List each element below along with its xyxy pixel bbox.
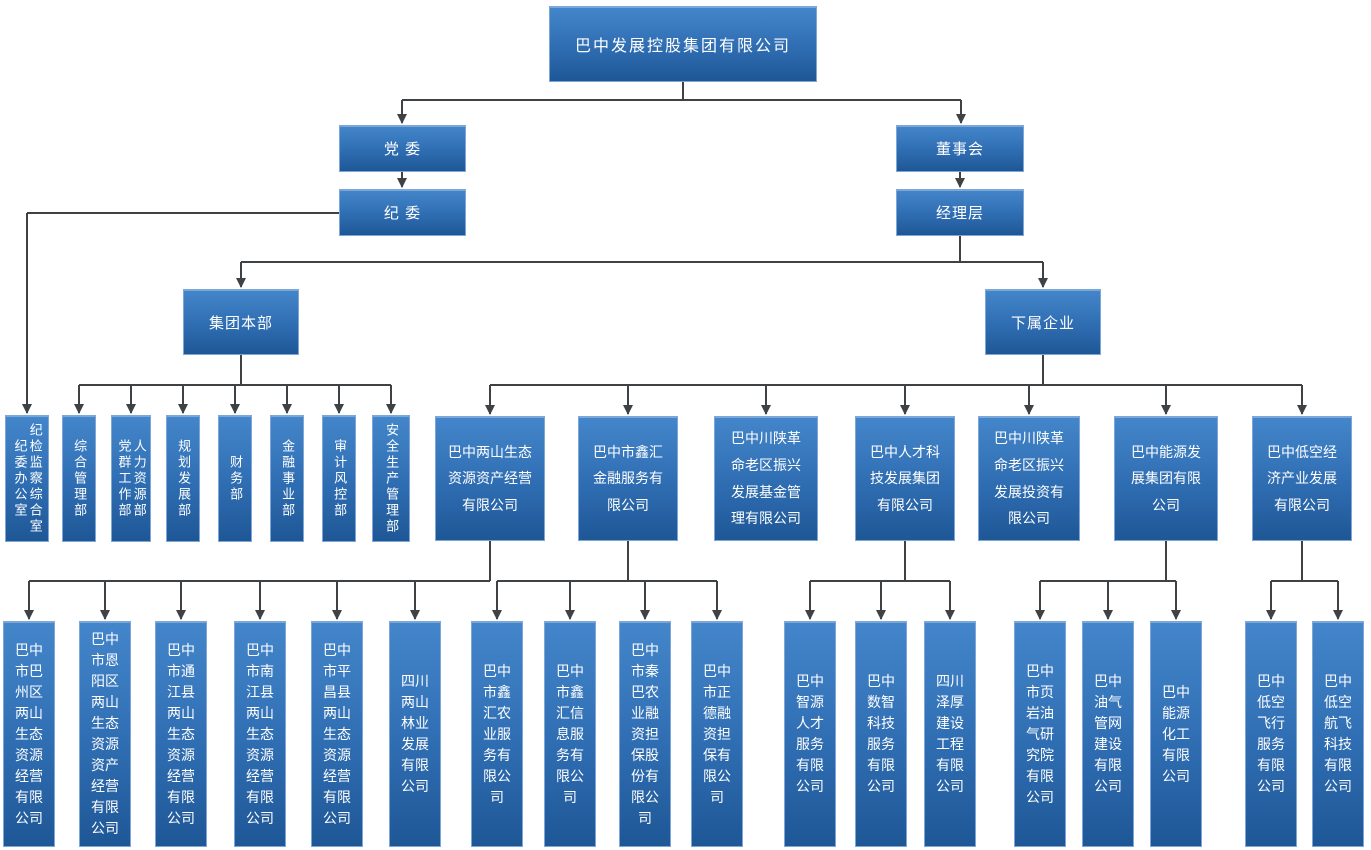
company-name: 巴中人才科技发展集团有限公司 [870, 443, 940, 513]
subcompany-name: 巴中市南江县两山生态资源经营有限公司 [246, 641, 274, 826]
subcompany-name: 巴中低空航飞科技有限公司 [1324, 673, 1352, 794]
node-subsidiaries: 下属企业 [985, 289, 1101, 355]
department-columns: 财务部 [228, 454, 244, 503]
node-group-root: 巴中发展控股集团有限公司 [549, 6, 817, 82]
department-columns: 审计风控部 [332, 438, 348, 519]
department-label: 党群工作部 [116, 438, 132, 519]
company-box-0: 巴中两山生态资源资产经营有限公司 [435, 416, 545, 541]
subcompany-box-1-2: 巴中市秦巴农业融资担保股份有限公司 [619, 621, 671, 847]
node-discipline-committee: 纪 委 [339, 189, 466, 236]
department-columns: 党群工作部人力资源部 [116, 438, 147, 519]
subcompany-name: 巴中油气管网建设有限公司 [1094, 673, 1122, 794]
subcompany-name: 巴中市正德融资担保有限公司 [703, 662, 731, 805]
node-group-root-label: 巴中发展控股集团有限公司 [574, 38, 791, 55]
node-headquarters-label: 集团本部 [208, 314, 273, 332]
company-name: 巴中能源发展集团有限公司 [1131, 443, 1201, 513]
subcompany-box-1-0: 巴中市鑫汇农业服务有限公司 [471, 621, 523, 847]
node-management-label: 经理层 [935, 205, 984, 222]
department-columns: 综合管理部 [72, 438, 88, 519]
node-board: 董事会 [896, 125, 1024, 172]
subcompany-name: 四川两山林业发展有限公司 [401, 673, 429, 794]
company-name: 巴中两山生态资源资产经营有限公司 [448, 443, 532, 513]
department-columns: 纪委办公室纪检监察综合室 [12, 422, 43, 535]
department-label: 规划发展部 [176, 438, 192, 519]
subcompany-box-0-4: 巴中市平昌县两山生态资源经营有限公司 [311, 621, 363, 847]
company-box-1: 巴中市鑫汇金融服务有限公司 [578, 416, 678, 541]
node-management: 经理层 [896, 189, 1024, 236]
subcompany-box-6-1: 巴中低空航飞科技有限公司 [1312, 621, 1364, 847]
subcompany-box-5-1: 巴中油气管网建设有限公司 [1082, 621, 1134, 847]
subcompany-box-0-0: 巴中市巴州区两山生态资源经营有限公司 [3, 621, 55, 847]
subcompany-box-5-2: 巴中能源化工有限公司 [1150, 621, 1202, 847]
company-name: 巴中川陕革命老区振兴发展投资有限公司 [994, 430, 1064, 527]
subcompany-box-0-2: 巴中市通江县两山生态资源经营有限公司 [155, 621, 207, 847]
subcompany-name: 巴中市巴州区两山生态资源经营有限公司 [15, 641, 43, 826]
subcompany-box-3-1: 巴中数智科技服务有限公司 [855, 621, 907, 847]
subcompany-name: 巴中市通江县两山生态资源经营有限公司 [167, 641, 195, 826]
department-columns: 金融事业部 [280, 438, 296, 519]
subcompany-name: 巴中智源人才服务有限公司 [796, 673, 824, 794]
subcompany-box-5-0: 巴中市页岩油气研究院有限公司 [1014, 621, 1066, 847]
node-headquarters: 集团本部 [183, 289, 299, 355]
subcompany-name: 巴中低空飞行服务有限公司 [1257, 673, 1285, 794]
node-board-label: 董事会 [935, 141, 984, 158]
department-label: 纪委办公室 [12, 438, 28, 519]
department-columns: 规划发展部 [176, 438, 192, 519]
subcompany-name: 巴中数智科技服务有限公司 [867, 673, 895, 794]
company-box-2: 巴中川陕革命老区振兴发展基金管理有限公司 [714, 416, 818, 541]
department-box-4: 财务部 [218, 415, 252, 542]
department-label: 纪检监察综合室 [27, 422, 43, 535]
department-label: 审计风控部 [332, 438, 348, 519]
node-party-committee: 党 委 [339, 125, 466, 172]
department-box-7: 安全生产管理部 [372, 415, 410, 542]
department-box-1: 综合管理部 [62, 415, 96, 542]
subcompany-name: 巴中市鑫汇信息服务有限公司 [556, 662, 584, 805]
company-name: 巴中低空经济产业发展有限公司 [1267, 443, 1337, 513]
subcompany-box-0-3: 巴中市南江县两山生态资源经营有限公司 [234, 621, 286, 847]
department-columns: 安全生产管理部 [384, 422, 400, 535]
department-label: 安全生产管理部 [384, 422, 400, 535]
department-label: 财务部 [228, 454, 244, 503]
subcompany-name: 巴中市鑫汇农业服务有限公司 [483, 662, 511, 805]
department-label: 综合管理部 [72, 438, 88, 519]
subcompany-name: 巴中市平昌县两山生态资源经营有限公司 [323, 641, 351, 826]
company-box-4: 巴中川陕革命老区振兴发展投资有限公司 [978, 416, 1080, 541]
node-party-committee-label: 党 委 [383, 141, 422, 158]
department-box-0: 纪委办公室纪检监察综合室 [5, 415, 49, 542]
subcompany-name: 巴中市秦巴农业融资担保股份有限公司 [631, 641, 659, 826]
department-box-2: 党群工作部人力资源部 [111, 415, 151, 542]
node-subsidiaries-label: 下属企业 [1010, 314, 1075, 332]
subcompany-name: 巴中市页岩油气研究院有限公司 [1026, 662, 1054, 805]
company-box-6: 巴中低空经济产业发展有限公司 [1252, 416, 1352, 541]
subcompany-box-6-0: 巴中低空飞行服务有限公司 [1245, 621, 1297, 847]
subcompany-box-1-1: 巴中市鑫汇信息服务有限公司 [544, 621, 596, 847]
subcompany-box-0-5: 四川两山林业发展有限公司 [389, 621, 441, 847]
company-box-5: 巴中能源发展集团有限公司 [1114, 416, 1218, 541]
department-box-6: 审计风控部 [322, 415, 356, 542]
department-label: 金融事业部 [280, 438, 296, 519]
subcompany-name: 四川泽厚建设工程有限公司 [936, 673, 964, 794]
node-discipline-committee-label: 纪 委 [383, 205, 422, 222]
subcompany-box-3-2: 四川泽厚建设工程有限公司 [924, 621, 976, 847]
subcompany-name: 巴中能源化工有限公司 [1162, 683, 1190, 784]
department-box-3: 规划发展部 [166, 415, 200, 542]
department-box-5: 金融事业部 [270, 415, 304, 542]
company-name: 巴中市鑫汇金融服务有限公司 [593, 443, 663, 513]
department-label: 人力资源部 [131, 438, 147, 519]
subcompany-name: 巴中市恩阳区两山生态资源资产经营有限公司 [91, 631, 119, 836]
company-box-3: 巴中人才科技发展集团有限公司 [855, 416, 955, 541]
subcompany-box-3-0: 巴中智源人才服务有限公司 [784, 621, 836, 847]
subcompany-box-1-3: 巴中市正德融资担保有限公司 [691, 621, 743, 847]
company-name: 巴中川陕革命老区振兴发展基金管理有限公司 [731, 430, 801, 527]
subcompany-box-0-1: 巴中市恩阳区两山生态资源资产经营有限公司 [79, 621, 131, 847]
